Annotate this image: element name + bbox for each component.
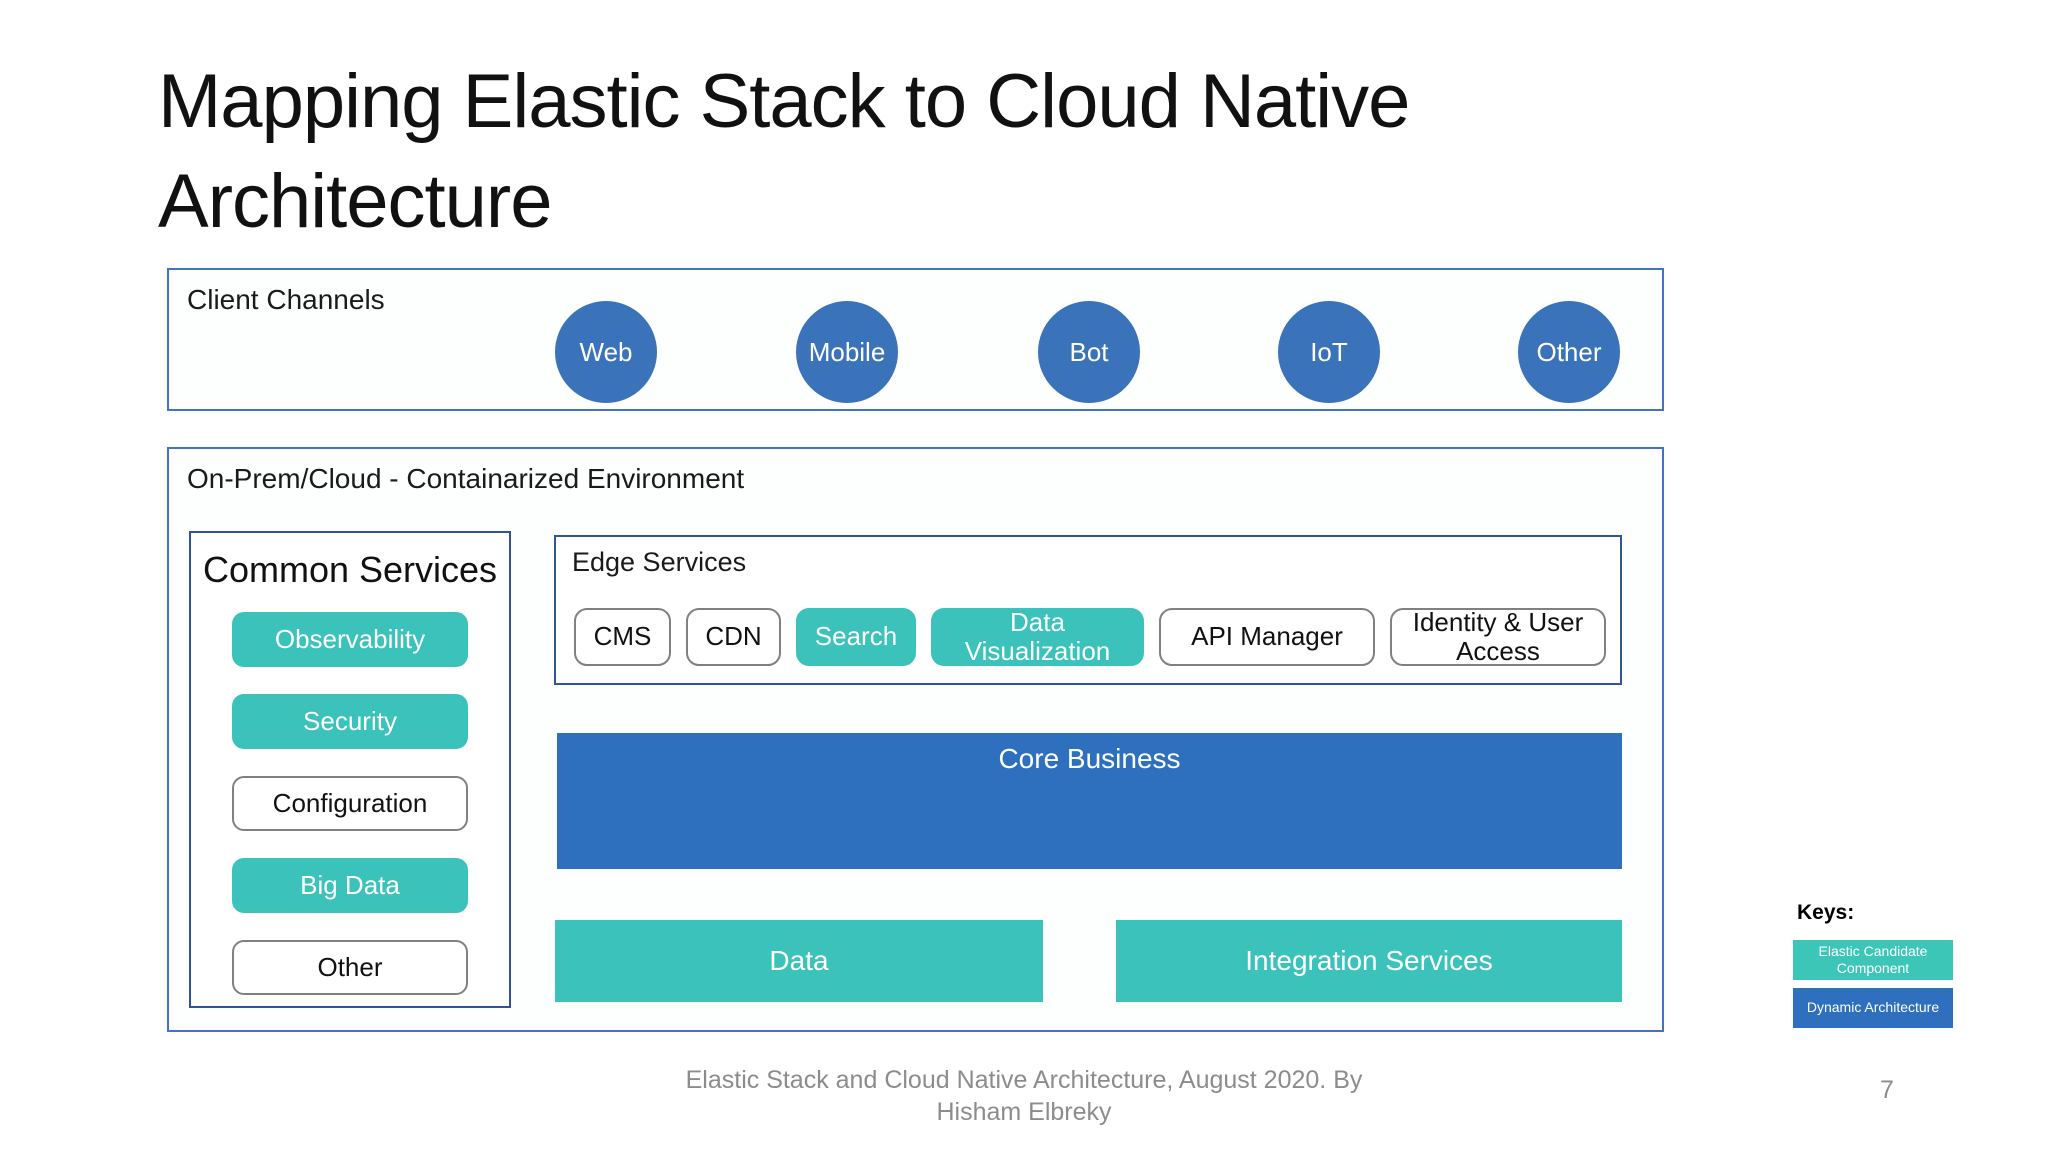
common-services-panel: Common Services Observability Security C… <box>189 531 511 1008</box>
page-number: 7 <box>1880 1076 1894 1104</box>
edge-service-api-manager: API Manager <box>1159 608 1375 666</box>
channel-label: Web <box>579 336 633 367</box>
edge-service-cdn: CDN <box>686 608 781 666</box>
common-service-other: Other <box>232 940 468 995</box>
client-channels-label: Client Channels <box>187 284 385 315</box>
edge-services-panel: Edge Services CMS CDN Search Data Visual… <box>554 535 1622 685</box>
common-services-list: Observability Security Configuration Big… <box>191 612 509 995</box>
edge-service-identity-user-access: Identity & User Access <box>1390 607 1606 666</box>
core-business-bar: Core Business <box>557 733 1622 869</box>
client-channels-panel: Client Channels Web Mobile Bot IoT Other <box>167 268 1664 411</box>
keys-legend-title: Keys: <box>1797 901 1855 924</box>
channel-label: Bot <box>1069 336 1109 367</box>
channel-label: IoT <box>1310 336 1348 367</box>
edge-service-search: Search <box>796 608 916 666</box>
edge-services-list: CMS CDN Search Data Visualization API Ma… <box>574 607 1606 666</box>
key-dynamic-architecture: Dynamic Architecture <box>1793 988 1953 1028</box>
key-elastic-candidate-component: Elastic Candidate Component <box>1793 940 1953 980</box>
channel-circle-web: Web <box>555 301 657 403</box>
edge-service-cms: CMS <box>574 608 671 666</box>
channel-circle-mobile: Mobile <box>796 301 898 403</box>
common-services-title: Common Services <box>202 549 498 590</box>
channel-label: Mobile <box>808 336 886 367</box>
environment-label: On-Prem/Cloud - Containarized Environmen… <box>187 463 745 494</box>
common-service-security: Security <box>232 694 468 749</box>
environment-panel: On-Prem/Cloud - Containarized Environmen… <box>167 447 1664 1032</box>
common-service-configuration: Configuration <box>232 776 468 831</box>
channel-circle-other: Other <box>1518 301 1620 403</box>
channel-circle-bot: Bot <box>1038 301 1140 403</box>
edge-services-title: Edge Services <box>572 547 747 577</box>
channel-circle-iot: IoT <box>1278 301 1380 403</box>
common-service-observability: Observability <box>232 612 468 667</box>
common-service-big-data: Big Data <box>232 858 468 913</box>
footer-citation-line1: Elastic Stack and Cloud Native Architect… <box>685 1066 1363 1094</box>
data-bar: Data <box>555 920 1043 1002</box>
footer-citation: Elastic Stack and Cloud Native Architect… <box>524 1064 1524 1128</box>
channel-label: Other <box>1536 336 1602 367</box>
slide-title: Mapping Elastic Stack to Cloud Native Ar… <box>158 59 1410 245</box>
footer-citation-line2: Hisham Elbreky <box>936 1098 1112 1126</box>
edge-service-data-visualization: Data Visualization <box>931 607 1144 666</box>
integration-services-bar: Integration Services <box>1116 920 1622 1002</box>
